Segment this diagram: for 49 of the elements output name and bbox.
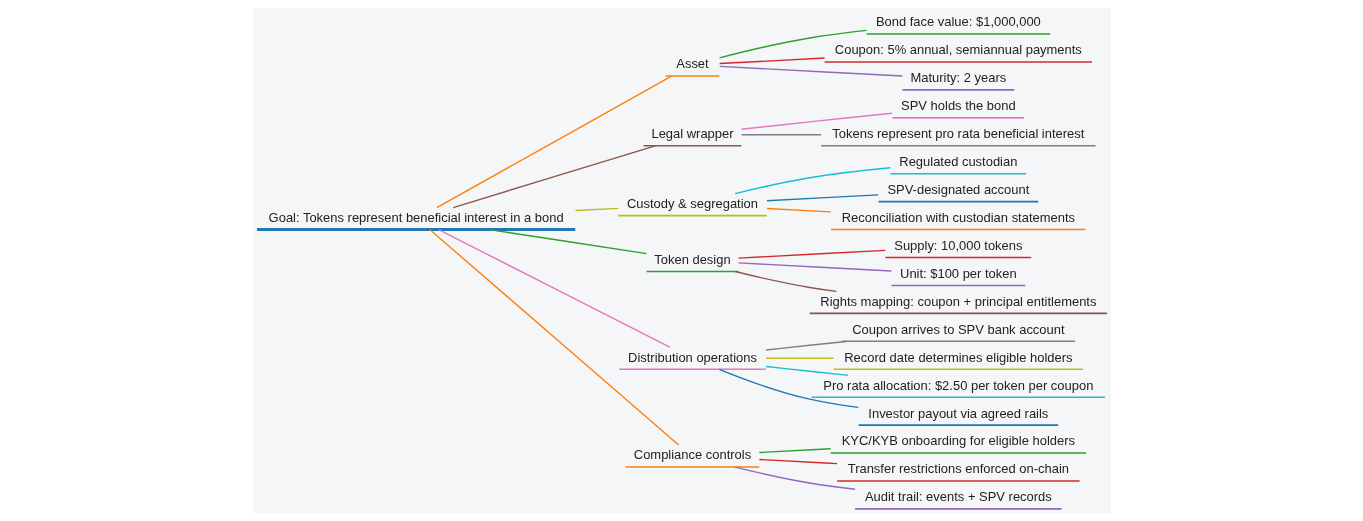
connector [764,357,834,359]
connector [435,75,672,209]
connector [488,228,647,255]
connector [765,194,879,202]
node-text: SPV holds the bond [900,98,1016,114]
connector [733,466,856,490]
connector [740,112,893,130]
node-text: Tokens represent pro rata beneficial interest [831,126,1084,142]
connector [737,262,892,272]
connector [758,458,838,465]
node-text: Supply: 10,000 tokens [893,237,1022,253]
node-text: Transfer restrictions enforced on-chain [847,461,1069,477]
connector [764,340,848,351]
connector [764,365,848,376]
connector [452,145,656,209]
node-text: Rights mapping: coupon + principal entitlements [819,293,1096,309]
node-text: Distribution operations [627,349,757,365]
node-text: Pro rata allocation: $2.50 per token per coupon [822,377,1093,393]
node-text: Compliance controls [633,447,751,463]
node-text: Coupon arrives to SPV bank account [851,321,1065,337]
connector [428,229,679,446]
connector [737,249,886,259]
connector [718,65,903,77]
connector [758,448,831,454]
connector [733,270,837,293]
node-text: Reconciliation with custodian statements [841,209,1075,225]
node-text: Token design [653,251,731,267]
node-text: KYC/KYB onboarding for eligible holders [841,433,1075,449]
node-text: Audit trail: events + SPV records [864,489,1052,505]
connector [765,207,832,213]
node-text: Regulated custodian [898,154,1017,170]
node-text: Unit: $100 per token [899,265,1017,281]
node-text: Legal wrapper [650,126,734,142]
node-text: SPV-designated account [886,182,1029,198]
node-text: Bond face value: $1,000,000 [875,14,1041,30]
connector [718,29,867,59]
connector [718,368,859,409]
node-text: Goal: Tokens represent beneficial interest in a bond [268,209,564,225]
node-text: Investor payout via agreed rails [867,405,1048,421]
node-text: Record date determines eligible holders [843,349,1072,365]
node-text: Maturity: 2 years [909,70,1006,86]
connector [740,134,822,136]
connector [574,207,619,212]
connector [733,167,891,195]
node-text: Asset [675,56,709,72]
node-text: Coupon: 5% annual, semiannual payments [834,42,1082,58]
connector [437,229,670,348]
node-text: Custody & segregation [626,196,758,212]
connector [718,57,825,65]
